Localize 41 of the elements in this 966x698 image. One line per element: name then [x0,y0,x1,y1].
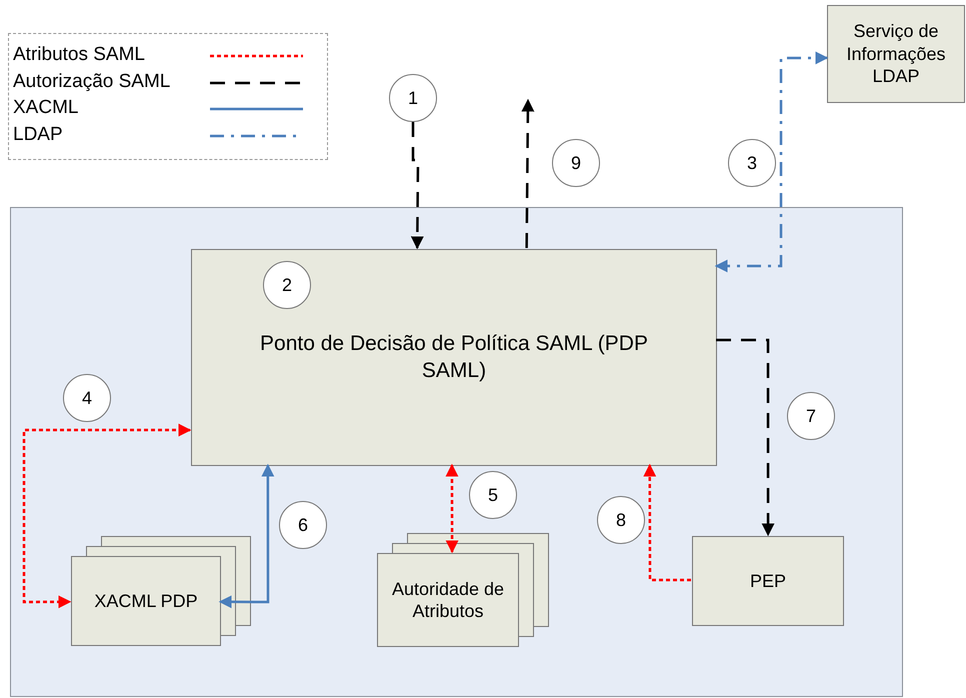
arrow [22,424,192,608]
step-number-circle [389,74,437,122]
legend-label: XACML [13,97,78,119]
arrow [218,464,274,608]
step-number-circle [469,471,517,519]
process-box [692,536,844,626]
step-number-circle [63,374,111,422]
stacked-process-box [377,553,519,647]
arrow [716,338,775,536]
box-label: Ponto de Decisão de Política SAML (PDP SAML) [259,331,649,384]
process-box [827,5,965,103]
step-number: 2 [280,274,293,296]
step-number: 8 [614,508,627,532]
step-number: 4 [80,386,93,410]
arrow [521,98,534,248]
step-number: 5 [486,484,499,506]
box-label: Autoridade de Atributos [390,578,506,622]
step-number-circle [263,261,311,309]
system-boundary [10,207,903,697]
step-number: 7 [804,404,817,428]
stacked-process-box [71,556,221,646]
arrow [445,464,459,554]
box-label: PEP [748,570,788,592]
arrow [714,51,828,272]
legend-label: Autorização SAML [13,70,170,92]
legend-label: Atributos SAML [13,44,145,66]
arrow [643,464,691,582]
step-number-circle [279,501,327,549]
step-number: 9 [570,152,582,174]
process-box [191,249,717,466]
step-number-circle [787,392,835,440]
step-number: 3 [746,152,758,174]
box-label: Serviço de Informações LDAP [845,20,947,88]
box-label: XACML PDP [93,590,199,612]
step-number-circle [597,496,645,544]
step-number: 6 [296,514,309,536]
step-number-circle [728,139,776,187]
legend-label: LDAP [13,124,63,146]
step-number-circle [552,139,600,187]
arrow [410,122,424,250]
step-number: 1 [406,86,419,110]
